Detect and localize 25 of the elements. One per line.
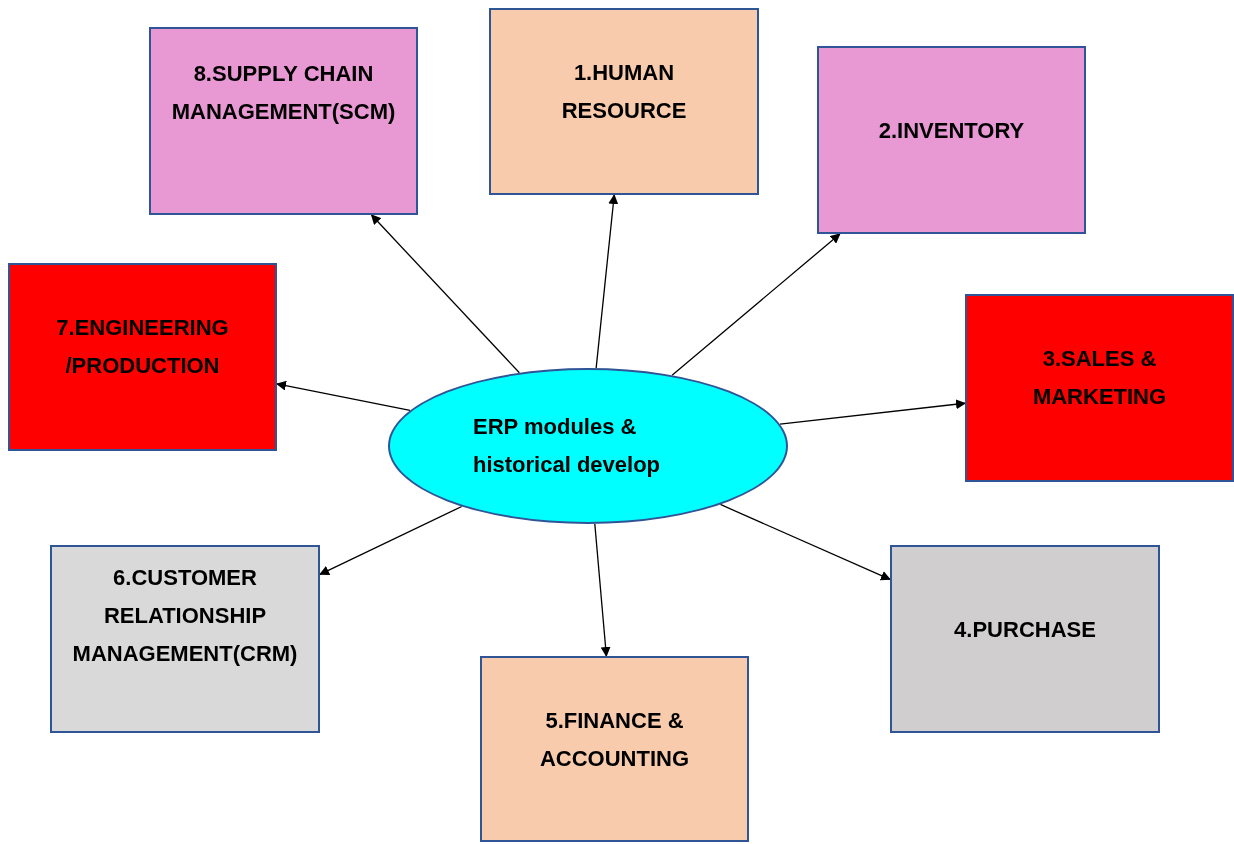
module-title: 4.PURCHASE [953, 616, 1097, 644]
arrow [276, 380, 411, 412]
arrow [671, 233, 841, 376]
module-title: 5.FINANCE & ACCOUNTING [538, 707, 691, 773]
module-box [8, 263, 277, 451]
module-box [965, 294, 1234, 482]
arrow [595, 194, 619, 369]
module-box [149, 27, 418, 215]
module-box [480, 656, 749, 842]
module-box [50, 545, 320, 733]
module-title: 1.HUMAN RESOURCE [560, 59, 688, 125]
module-box [890, 545, 1160, 733]
center-title: ERP modules & historical develop [473, 413, 662, 479]
module-box [489, 8, 759, 195]
module-title: 6.CUSTOMER RELATIONSHIP MANAGEMENT(CRM) [71, 564, 299, 668]
arrow [319, 505, 463, 575]
arrow [594, 523, 611, 657]
arrow [779, 399, 966, 425]
module-title: 8.SUPPLY CHAIN MANAGEMENT(SCM) [170, 60, 397, 126]
arrow [719, 503, 891, 581]
arrow [370, 214, 520, 374]
module-title: 7.ENGINEERING /PRODUCTION [55, 314, 230, 380]
module-title: 2.INVENTORY [877, 117, 1026, 145]
module-title: 3.SALES & MARKETING [1031, 345, 1168, 411]
module-box [817, 46, 1086, 234]
